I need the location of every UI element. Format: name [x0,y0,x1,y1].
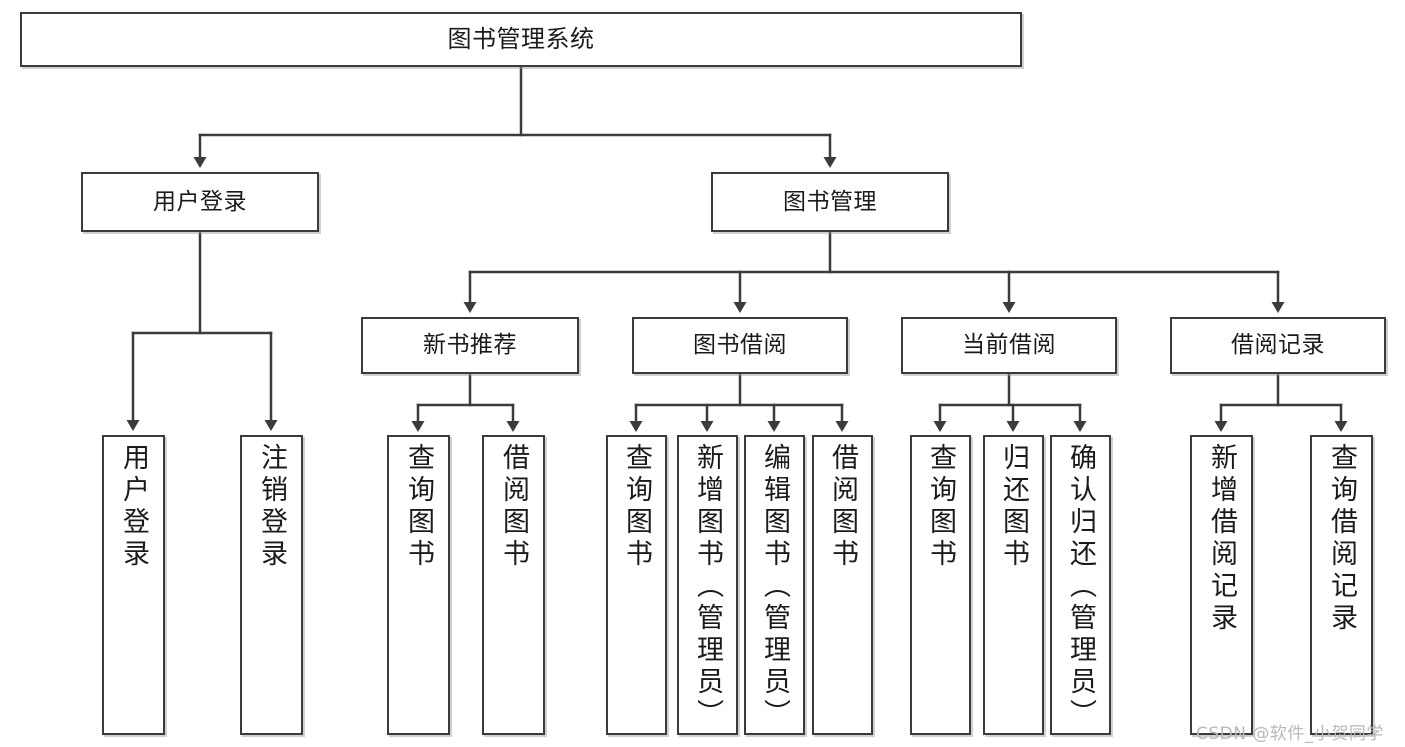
node-book-borrowing[interactable]: 图书借阅 [632,317,848,374]
leaf-node-label: 用户登录 [118,443,149,571]
node-new-book-recommendation-label: 新书推荐 [423,332,517,359]
leaf-node-label: 借阅图书 [827,443,858,571]
node-current-borrowing-label: 当前借阅 [962,332,1056,359]
leaf-node-label: 查询借阅记录 [1326,443,1357,635]
leaf-node-label: 编辑图书（管理员） [759,443,790,731]
node-root[interactable]: 图书管理系统 [20,12,1022,67]
leaf-node[interactable]: 借阅图书 [812,435,873,735]
leaf-node[interactable]: 查询借阅记录 [1310,435,1373,735]
leaf-node[interactable]: 查询图书 [606,435,667,735]
node-new-book-recommendation[interactable]: 新书推荐 [361,317,579,374]
node-borrowing-records[interactable]: 借阅记录 [1170,317,1386,374]
node-book-borrowing-label: 图书借阅 [693,332,787,359]
leaf-node[interactable]: 查询图书 [387,435,450,735]
node-user-login[interactable]: 用户登录 [81,172,319,232]
node-root-label: 图书管理系统 [447,24,595,53]
node-borrowing-records-label: 借阅记录 [1231,332,1325,359]
leaf-node[interactable]: 查询图书 [910,435,971,735]
leaf-node[interactable]: 用户登录 [102,435,165,735]
csdn-watermark: CSDN @软件_小贺同学 [1196,724,1384,744]
leaf-node[interactable]: 注销登录 [240,435,303,735]
leaf-node[interactable]: 确认归还（管理员） [1050,435,1111,735]
leaf-node-label: 借阅图书 [498,443,529,571]
leaf-node-label: 归还图书 [998,443,1029,571]
node-user-login-label: 用户登录 [153,188,247,215]
leaf-node-label: 确认归还（管理员） [1065,443,1096,731]
leaf-node[interactable]: 借阅图书 [482,435,545,735]
leaf-node-label: 新增图书（管理员） [692,443,723,731]
leaf-node[interactable]: 新增图书（管理员） [677,435,738,735]
leaf-node[interactable]: 编辑图书（管理员） [744,435,805,735]
leaf-node-label: 查询图书 [403,443,434,571]
leaf-node-label: 查询图书 [925,443,956,571]
leaf-node-label: 新增借阅记录 [1206,443,1237,635]
node-book-management-label: 图书管理 [783,188,877,215]
leaf-node-label: 查询图书 [621,443,652,571]
leaf-node-label: 注销登录 [256,443,287,571]
leaf-node[interactable]: 归还图书 [983,435,1044,735]
node-book-management[interactable]: 图书管理 [711,172,949,232]
node-current-borrowing[interactable]: 当前借阅 [901,317,1117,374]
leaf-node[interactable]: 新增借阅记录 [1190,435,1253,735]
